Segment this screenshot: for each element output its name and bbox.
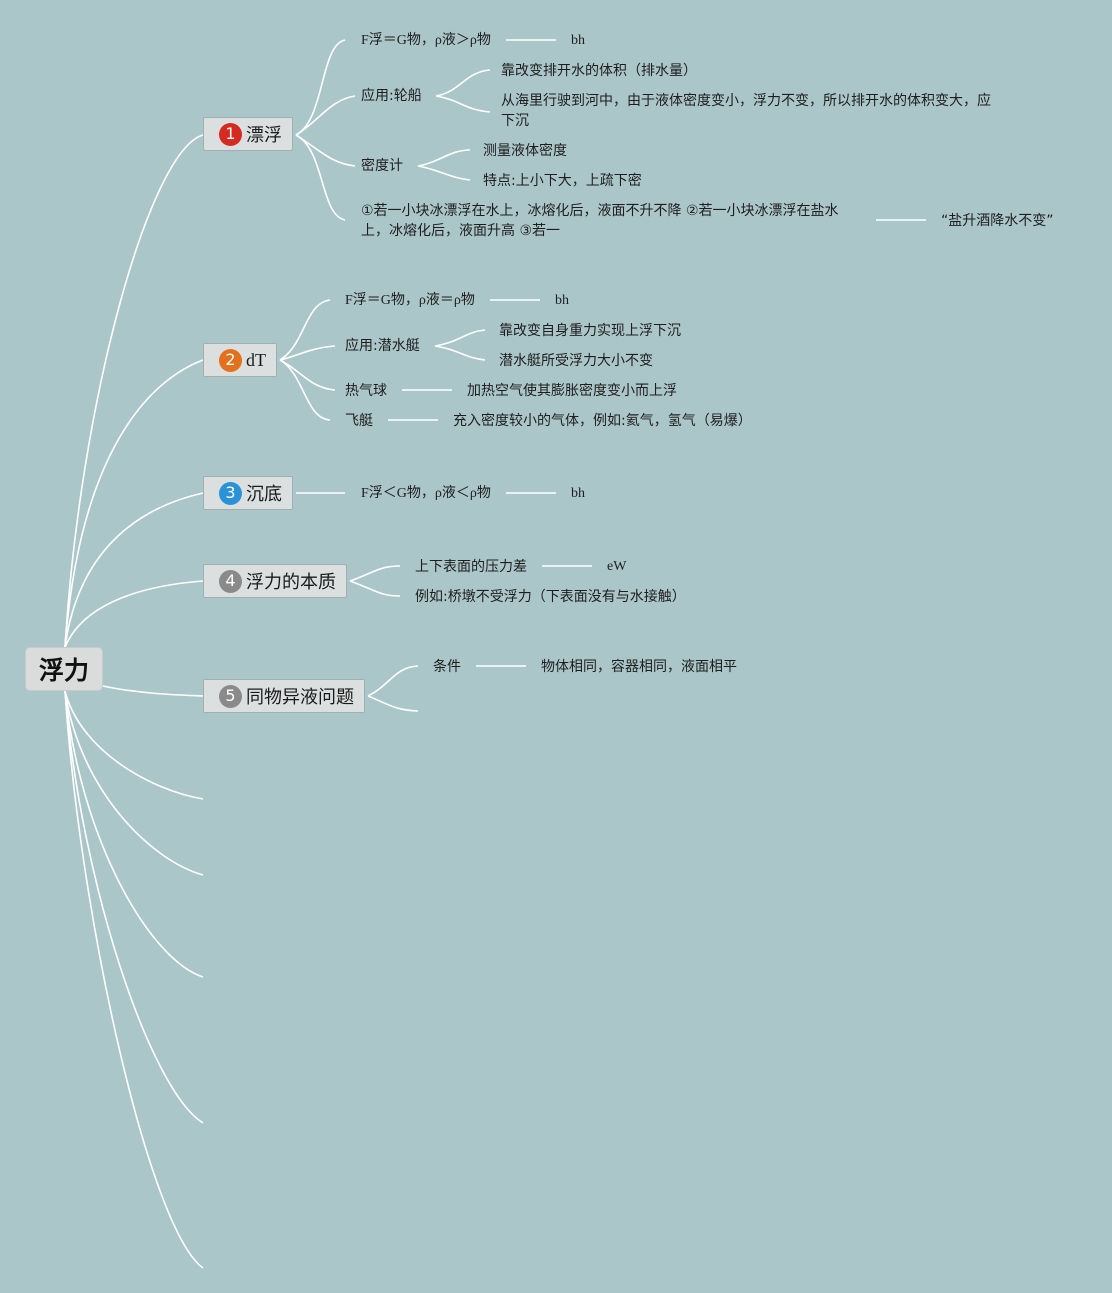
topic-label: 浮力的本质 bbox=[246, 572, 336, 593]
condition[interactable]: 条件 bbox=[433, 659, 461, 675]
hot-air-balloon-detail[interactable]: 加热空气使其膨胀密度变小而上浮 bbox=[467, 383, 677, 399]
application-submarine[interactable]: 应用:潜水艇 bbox=[345, 338, 420, 354]
suspension-condition-tag[interactable]: bh bbox=[555, 293, 569, 308]
application-ship[interactable]: 应用:轮船 bbox=[361, 88, 422, 104]
airship-detail[interactable]: 充入密度较小的气体，例如:氦气，氢气（易爆） bbox=[453, 413, 752, 429]
number-1-icon: 1 bbox=[219, 122, 242, 146]
topic-floating[interactable]: 1 漂浮 bbox=[203, 117, 293, 151]
airship[interactable]: 飞艇 bbox=[345, 413, 373, 429]
topic-label: 同物异液问题 bbox=[246, 687, 354, 708]
hot-air-balloon[interactable]: 热气球 bbox=[345, 383, 387, 399]
hydrometer-detail-1[interactable]: 测量液体密度 bbox=[483, 143, 567, 159]
bridge-pier-example[interactable]: 例如:桥墩不受浮力（下表面没有与水接触） bbox=[415, 589, 686, 605]
floating-condition[interactable]: F浮＝G物，ρ液＞ρ物 bbox=[361, 33, 491, 48]
root-label: 浮力 bbox=[38, 656, 89, 685]
pressure-difference-tag[interactable]: eW bbox=[607, 559, 627, 574]
topic-label: dT bbox=[246, 349, 266, 370]
number-5-icon: 5 bbox=[219, 684, 242, 708]
root-node[interactable]: 浮力 bbox=[25, 647, 103, 691]
condition-detail[interactable]: 物体相同，容器相同，液面相平 bbox=[541, 659, 737, 675]
sinking-condition-tag[interactable]: bh bbox=[571, 486, 585, 501]
ship-detail-2[interactable]: 从海里行驶到河中，由于液体密度变小，浮力不变，所以排开水的体积变大，应下沉 bbox=[501, 93, 991, 129]
topic-buoyancy-nature[interactable]: 4 浮力的本质 bbox=[203, 564, 347, 598]
submarine-detail-1[interactable]: 靠改变自身重力实现上浮下沉 bbox=[499, 323, 681, 339]
topic-suspension[interactable]: 2 dT bbox=[203, 343, 277, 377]
sinking-condition[interactable]: F浮＜G物，ρ液＜ρ物 bbox=[361, 486, 491, 501]
pressure-difference[interactable]: 上下表面的压力差 bbox=[415, 559, 527, 575]
ice-melting-note[interactable]: ①若一小块冰漂浮在水上，冰熔化后，液面不升不降 ②若一小块冰漂浮在盐水上，冰熔化… bbox=[361, 203, 839, 239]
hydrometer-detail-2[interactable]: 特点:上小下大，上疏下密 bbox=[483, 173, 642, 189]
suspension-condition[interactable]: F浮＝G物，ρ液＝ρ物 bbox=[345, 293, 475, 308]
topic-label: 漂浮 bbox=[246, 125, 282, 146]
ship-detail-1[interactable]: 靠改变排开水的体积（排水量） bbox=[501, 63, 697, 79]
hydrometer[interactable]: 密度计 bbox=[361, 158, 403, 174]
number-2-icon: 2 bbox=[219, 348, 242, 372]
floating-condition-tag[interactable]: bh bbox=[571, 33, 585, 48]
topic-same-object-different-liquid[interactable]: 5 同物异液问题 bbox=[203, 679, 365, 713]
topic-label: 沉底 bbox=[246, 484, 282, 505]
number-4-icon: 4 bbox=[219, 569, 242, 593]
topic-sinking[interactable]: 3 沉底 bbox=[203, 476, 293, 510]
ice-melting-tag[interactable]: “盐升酒降水不变” bbox=[941, 213, 1054, 229]
number-3-icon: 3 bbox=[219, 481, 242, 505]
submarine-detail-2[interactable]: 潜水艇所受浮力大小不变 bbox=[499, 353, 653, 369]
